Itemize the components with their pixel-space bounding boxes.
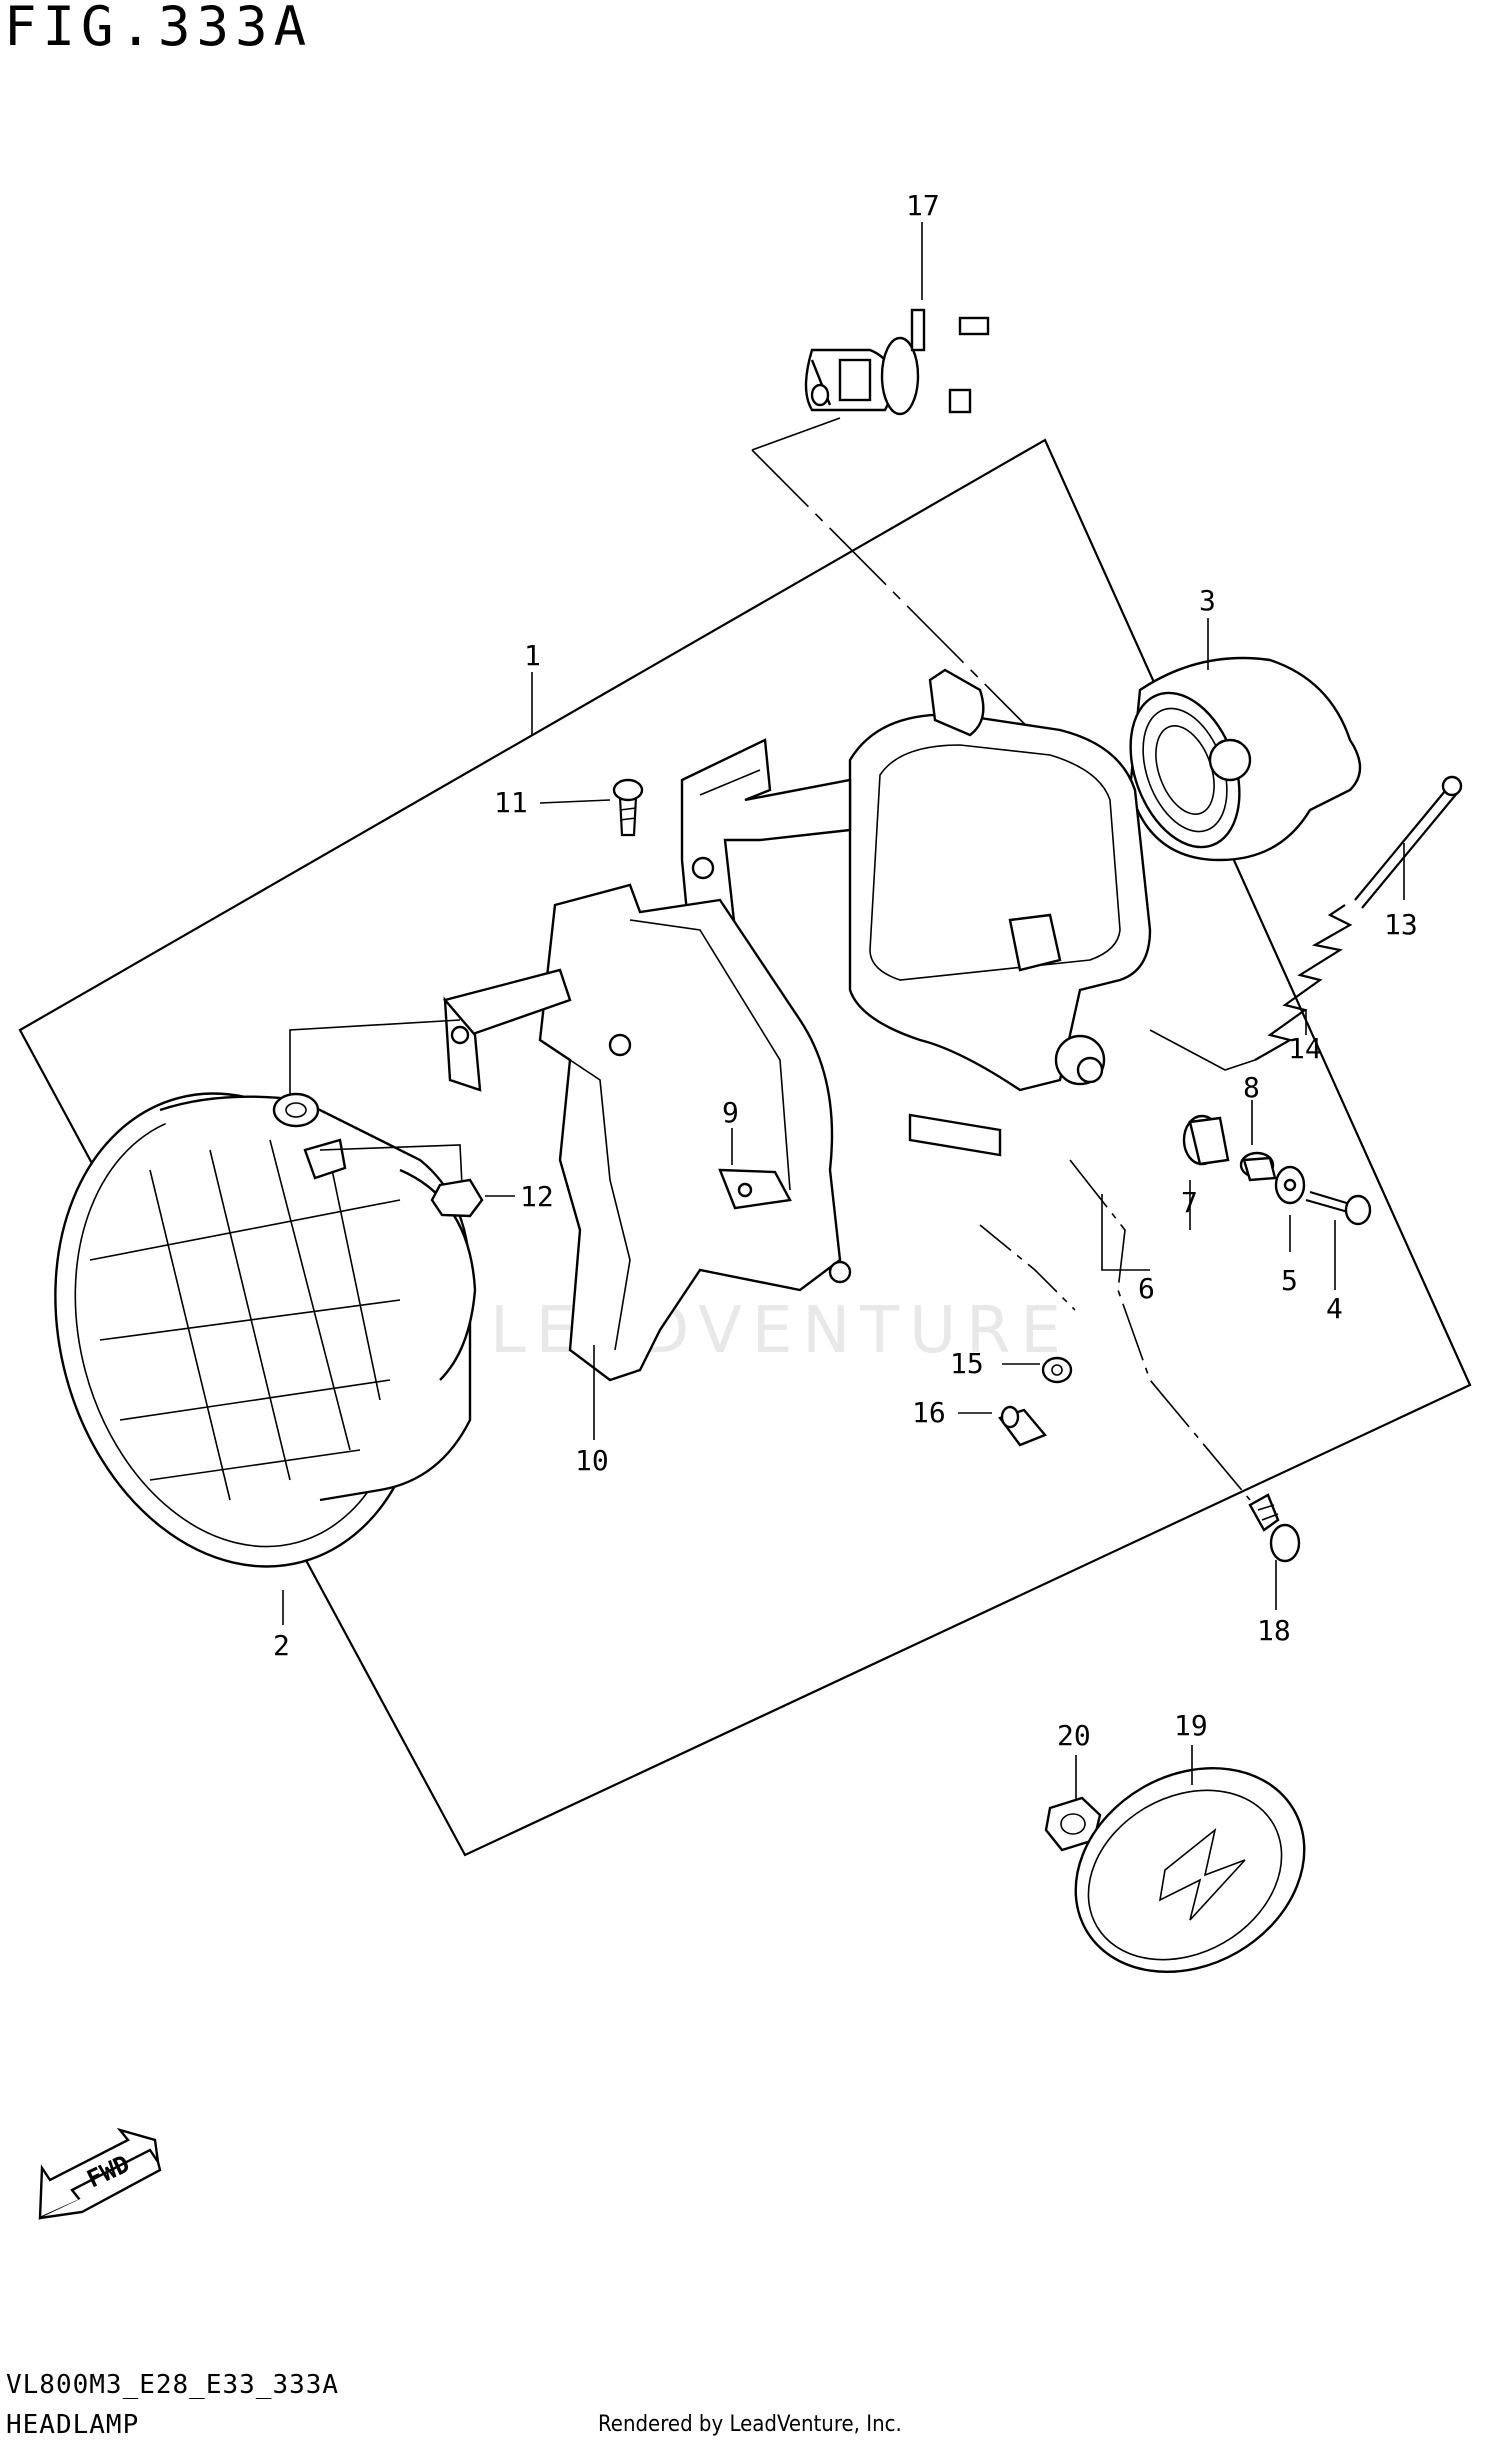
leader-line — [319, 1144, 463, 1186]
leader-line — [751, 417, 841, 451]
callout-14[interactable]: 14 — [1288, 1032, 1322, 1065]
headlamp-lens-icon[interactable] — [4, 1052, 477, 1609]
adjusting-screw-icon[interactable] — [1354, 775, 1463, 909]
bulb-icon[interactable] — [804, 308, 990, 416]
callout-20[interactable]: 20 — [1057, 1719, 1091, 1752]
spring-icon[interactable] — [1254, 904, 1353, 1061]
figure-title: FIG.333A — [4, 0, 313, 58]
callout-labels: 17 1 3 11 13 14 8 9 12 7 6 5 4 15 10 16 … — [273, 189, 1418, 1752]
spacer-icon[interactable] — [998, 1405, 1047, 1447]
washer-icon[interactable] — [1274, 1165, 1306, 1205]
callout-leaders — [282, 222, 1405, 1800]
figure-name: HEADLAMP — [6, 2410, 140, 2440]
socket-cover-icon[interactable] — [1111, 656, 1362, 862]
forward-direction-arrow-icon: FWD — [38, 2127, 162, 2220]
grommet-icon[interactable] — [1041, 1356, 1073, 1384]
callout-17[interactable]: 17 — [906, 189, 940, 222]
bolt-icon[interactable] — [1305, 1190, 1372, 1226]
reflector-icon[interactable] — [1039, 1728, 1342, 2013]
callout-2[interactable]: 2 — [273, 1629, 290, 1662]
assembly-outline — [18, 438, 1472, 1857]
leader-line — [1069, 1159, 1251, 1501]
callout-12[interactable]: 12 — [520, 1180, 554, 1213]
cushion-icon[interactable] — [1182, 1114, 1230, 1166]
leader-line — [751, 449, 1121, 821]
leader-line — [289, 1019, 461, 1095]
callout-7[interactable]: 7 — [1181, 1186, 1198, 1219]
stay-bracket-icon[interactable] — [443, 883, 852, 1382]
collar-icon[interactable] — [1239, 1151, 1277, 1182]
nut-icon[interactable] — [430, 1178, 484, 1218]
lock-nut-icon[interactable] — [1044, 1796, 1102, 1852]
callout-6[interactable]: 6 — [1138, 1272, 1155, 1305]
callout-18[interactable]: 18 — [1257, 1614, 1291, 1647]
mounting-bolt-icon[interactable] — [1248, 1493, 1301, 1563]
leader-line — [979, 1224, 1076, 1311]
figure-code: VL800M3_E28_E33_333A — [6, 2370, 340, 2400]
callout-9[interactable]: 9 — [722, 1096, 739, 1129]
callout-19[interactable]: 19 — [1174, 1709, 1208, 1742]
render-credit: Rendered by LeadVenture, Inc. — [598, 2412, 902, 2437]
leader-line — [1149, 1029, 1256, 1071]
callout-4[interactable]: 4 — [1326, 1292, 1343, 1325]
screw-icon[interactable] — [612, 778, 644, 837]
callout-16[interactable]: 16 — [912, 1396, 946, 1429]
callout-10[interactable]: 10 — [575, 1444, 609, 1477]
headlamp-housing-icon[interactable] — [848, 668, 1152, 1157]
callout-8[interactable]: 8 — [1243, 1071, 1260, 1104]
callout-3[interactable]: 3 — [1199, 584, 1216, 617]
clip-icon[interactable] — [718, 1168, 792, 1210]
callout-13[interactable]: 13 — [1384, 908, 1418, 941]
callout-15[interactable]: 15 — [950, 1347, 984, 1380]
callout-11[interactable]: 11 — [494, 786, 528, 819]
callout-1[interactable]: 1 — [524, 639, 541, 672]
callout-5[interactable]: 5 — [1281, 1264, 1298, 1297]
